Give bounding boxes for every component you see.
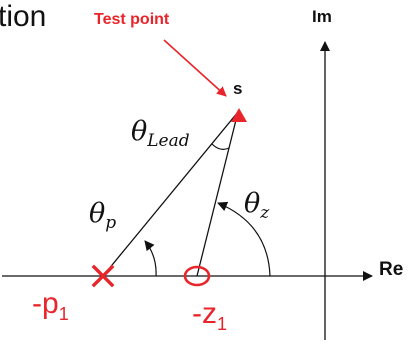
test-point-pointer-arrow: [163, 39, 227, 97]
pole-label-prefix: -p: [32, 287, 59, 320]
theta-lead-subscript: Lead: [147, 131, 190, 151]
theta-pole-subscript: p: [105, 213, 117, 233]
title-fragment: tion: [0, 0, 47, 33]
test-point-label: Test point: [94, 11, 170, 28]
pole-label-subscript: 1: [58, 304, 69, 324]
real-axis-label: Re: [379, 259, 404, 280]
theta-zero-symbol: θ: [244, 188, 261, 219]
pole-label: -p1: [32, 287, 69, 324]
pole-marker: [91, 264, 115, 288]
zero-angle-arc: [217, 201, 271, 277]
test-point-marker: [231, 108, 247, 122]
zero-label-subscript: 1: [217, 314, 228, 334]
lead-angle-arc: [211, 143, 230, 150]
theta-zero-label: θz: [244, 190, 269, 222]
theta-pole-symbol: θ: [89, 198, 106, 229]
theta-pole-label: θp: [89, 200, 116, 232]
imaginary-axis-label: Im: [312, 7, 332, 26]
pole-to-test-point-line: [102, 111, 239, 277]
theta-lead-symbol: θ: [131, 116, 148, 147]
zero-label-prefix: -z: [192, 297, 217, 330]
zero-label: -z1: [192, 297, 228, 334]
pole-angle-arc: [144, 240, 157, 277]
s-label: s: [233, 79, 243, 98]
zero-to-test-point-line: [196, 111, 239, 277]
theta-zero-subscript: z: [260, 203, 270, 223]
zero-marker: [183, 265, 211, 287]
theta-lead-label: θLead: [131, 118, 190, 150]
